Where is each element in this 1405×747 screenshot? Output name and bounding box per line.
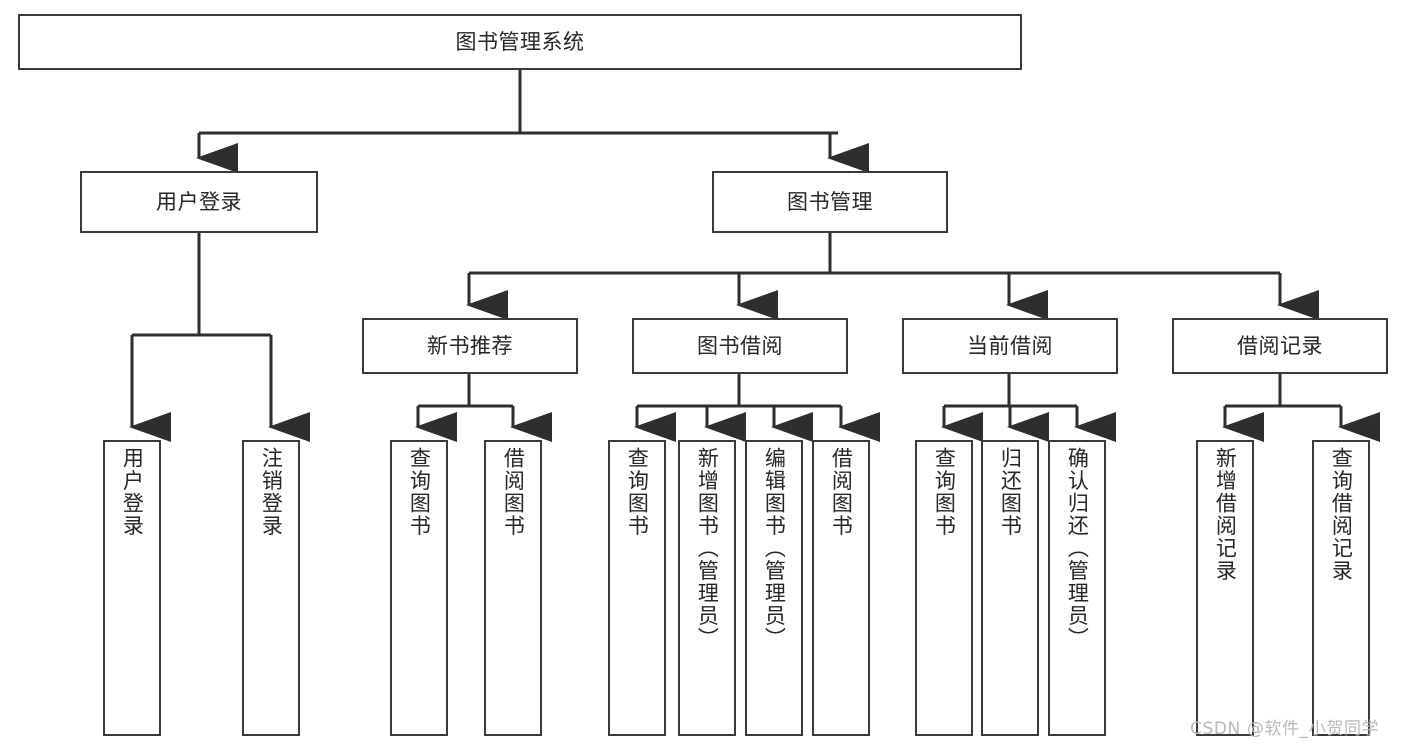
node-current-borrow-label: 当前借阅 xyxy=(967,333,1053,358)
node-leaf-add-book-admin-label: 新增图书（管理员） xyxy=(695,447,720,650)
node-leaf-query-borrow-record-label: 查询借阅记录 xyxy=(1329,447,1354,582)
node-root-label: 图书管理系统 xyxy=(455,29,585,54)
node-leaf-query-book-3-label: 查询图书 xyxy=(932,447,957,537)
node-leaf-query-book-1[interactable]: 查询图书 xyxy=(390,440,448,736)
node-leaf-edit-book-admin[interactable]: 编辑图书（管理员） xyxy=(745,440,803,736)
node-new-book-recommend-label: 新书推荐 xyxy=(427,333,513,358)
node-leaf-query-book-1-label: 查询图书 xyxy=(407,447,432,537)
node-borrow-record-label: 借阅记录 xyxy=(1237,333,1323,358)
node-leaf-borrow-book-1[interactable]: 借阅图书 xyxy=(484,440,542,736)
node-new-book-recommend[interactable]: 新书推荐 xyxy=(362,318,578,374)
node-borrow-record[interactable]: 借阅记录 xyxy=(1172,318,1388,374)
node-leaf-user-logout-label: 注销登录 xyxy=(259,447,284,537)
node-leaf-add-book-admin[interactable]: 新增图书（管理员） xyxy=(678,440,736,736)
node-book-manage[interactable]: 图书管理 xyxy=(712,171,948,233)
node-leaf-borrow-book-1-label: 借阅图书 xyxy=(501,447,526,537)
node-leaf-query-book-2[interactable]: 查询图书 xyxy=(608,440,666,736)
node-leaf-query-borrow-record[interactable]: 查询借阅记录 xyxy=(1312,440,1370,736)
node-leaf-query-book-3[interactable]: 查询图书 xyxy=(915,440,973,736)
node-leaf-confirm-return-admin-label: 确认归还（管理员） xyxy=(1065,447,1090,650)
node-book-borrow-label: 图书借阅 xyxy=(697,333,783,358)
node-leaf-add-borrow-record[interactable]: 新增借阅记录 xyxy=(1196,440,1254,736)
node-leaf-add-borrow-record-label: 新增借阅记录 xyxy=(1213,447,1238,582)
node-leaf-return-book[interactable]: 归还图书 xyxy=(981,440,1039,736)
node-book-manage-label: 图书管理 xyxy=(787,189,873,214)
node-leaf-confirm-return-admin[interactable]: 确认归还（管理员） xyxy=(1048,440,1106,736)
node-user-login[interactable]: 用户登录 xyxy=(80,171,318,233)
node-leaf-user-logout[interactable]: 注销登录 xyxy=(242,440,300,736)
node-current-borrow[interactable]: 当前借阅 xyxy=(902,318,1118,374)
node-root[interactable]: 图书管理系统 xyxy=(18,14,1022,70)
node-leaf-return-book-label: 归还图书 xyxy=(998,447,1023,537)
node-book-borrow[interactable]: 图书借阅 xyxy=(632,318,848,374)
node-leaf-borrow-book-2-label: 借阅图书 xyxy=(829,447,854,537)
node-leaf-query-book-2-label: 查询图书 xyxy=(625,447,650,537)
node-leaf-edit-book-admin-label: 编辑图书（管理员） xyxy=(762,447,787,650)
node-leaf-user-login-label: 用户登录 xyxy=(120,447,145,537)
node-user-login-label: 用户登录 xyxy=(156,189,242,214)
node-leaf-user-login[interactable]: 用户登录 xyxy=(103,440,161,736)
node-leaf-borrow-book-2[interactable]: 借阅图书 xyxy=(812,440,870,736)
